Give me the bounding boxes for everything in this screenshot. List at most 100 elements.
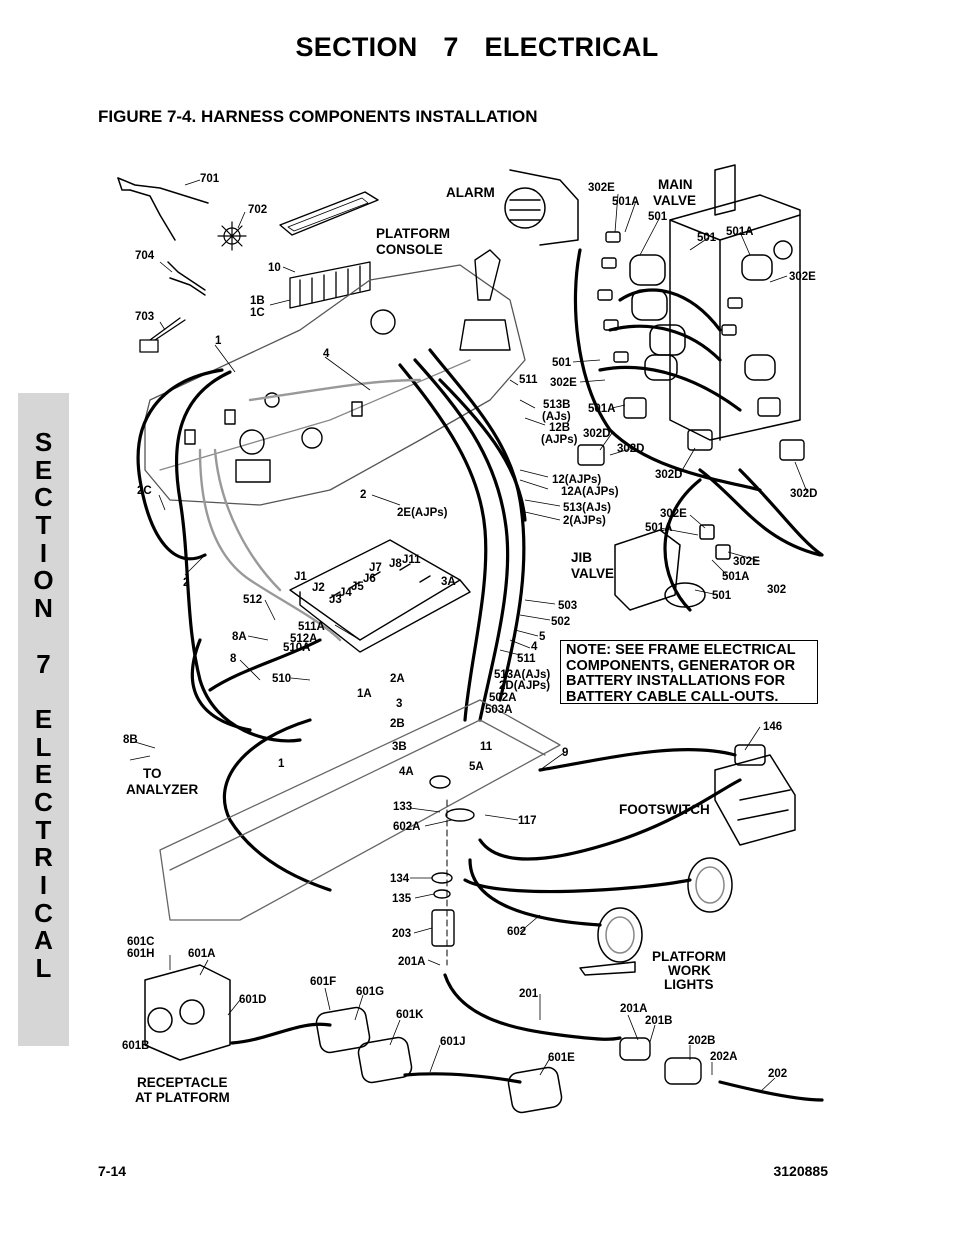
- side-tab-letter: L: [35, 731, 52, 762]
- callout: 501A: [726, 226, 754, 238]
- callout: 601H: [127, 948, 155, 960]
- jumper-label: J8: [389, 558, 402, 570]
- callout: 1B: [250, 295, 265, 307]
- platform-console-body: [144, 264, 526, 506]
- diagram-callouts: 701 702 704 703 10 1B 1C 1 4 2C 2 2 2E(A…: [122, 173, 818, 1080]
- callout: 12(AJPs): [552, 474, 601, 486]
- note-line: NOTE: SEE FRAME ELECTRICAL: [566, 642, 796, 658]
- callout: 601B: [122, 1040, 150, 1052]
- callout: 704: [135, 250, 155, 262]
- jib-valve-label: VALVE: [571, 566, 614, 581]
- callout: 302D: [655, 469, 683, 481]
- receptacle-label: RECEPTACLE: [137, 1075, 228, 1090]
- figure-title: FIGURE 7-4. HARNESS COMPONENTS INSTALLAT…: [98, 107, 538, 126]
- section-title: ELECTRICAL: [484, 32, 659, 62]
- crimp-tool-701: [117, 177, 209, 241]
- callout: 4: [323, 348, 330, 360]
- callout: 202: [768, 1068, 787, 1080]
- callout: 601C: [127, 936, 155, 948]
- side-tab-letter: C: [34, 897, 53, 928]
- platform-console-label: PLATFORM: [376, 226, 450, 241]
- main-valve-label: VALVE: [653, 193, 696, 208]
- callout: 501: [648, 211, 668, 223]
- callout: 302D: [583, 428, 611, 440]
- page-number: 7-14: [98, 1163, 127, 1179]
- side-tab-letter: T: [35, 510, 52, 541]
- callout: 601F: [310, 976, 336, 988]
- callout: 1: [215, 335, 222, 347]
- callout: 510: [272, 673, 291, 685]
- battery-cable-note: NOTE: SEE FRAME ELECTRICAL COMPONENTS, G…: [560, 640, 818, 704]
- work-lights-label: WORK: [668, 963, 711, 978]
- platform-receptacle: [144, 964, 231, 1061]
- jumper-label: J3: [329, 594, 342, 606]
- to-analyzer-label: ANALYZER: [126, 782, 199, 797]
- document-number: 3120885: [773, 1163, 828, 1179]
- callout: 2C: [137, 485, 152, 497]
- callout: 512: [243, 594, 262, 606]
- main-valve-label: MAIN: [658, 177, 693, 192]
- callout: 302D: [790, 488, 818, 500]
- callout: 501A: [722, 571, 750, 583]
- jumper-label: J2: [312, 582, 325, 594]
- callout: (AJPs): [541, 434, 578, 446]
- callout: 3A: [441, 576, 456, 588]
- callout: 601D: [239, 994, 267, 1006]
- callout: 302E: [588, 182, 615, 194]
- side-tab-letter: A: [34, 925, 53, 956]
- footswitch-label: FOOTSWITCH: [619, 802, 710, 817]
- callout: 501: [697, 232, 717, 244]
- callout: 511: [517, 653, 536, 665]
- callout: 513(AJs): [563, 502, 611, 514]
- callout: 302E: [550, 377, 577, 389]
- callout: 501: [712, 590, 732, 602]
- jumper-label: J5: [351, 581, 364, 593]
- side-tab-letter: I: [39, 537, 48, 568]
- callout: 117: [518, 815, 537, 827]
- receptacle-label: AT PLATFORM: [135, 1090, 230, 1105]
- jumper-label: J4: [339, 587, 352, 599]
- tool-704: [167, 261, 206, 296]
- callout: 4A: [399, 766, 414, 778]
- callout: 12A(AJPs): [561, 486, 619, 498]
- console-controls: [184, 249, 511, 483]
- callout: 202B: [688, 1035, 716, 1047]
- callout: 8: [230, 653, 237, 665]
- jumper-label: J7: [369, 562, 382, 574]
- work-lights-label: PLATFORM: [652, 949, 726, 964]
- console-cover: [279, 191, 379, 236]
- callout: 8A: [232, 631, 247, 643]
- grommet-stack: [429, 775, 475, 947]
- callout: (AJs): [542, 411, 571, 423]
- tool-703: [139, 317, 186, 353]
- callout: 3B: [392, 741, 407, 753]
- callout: 302E: [789, 271, 816, 283]
- callout: 502: [551, 616, 570, 628]
- callout: 1C: [250, 307, 265, 319]
- callout: 501A: [588, 403, 616, 415]
- side-tab-letter: S: [34, 427, 53, 457]
- gray-harness-wires: [198, 378, 422, 642]
- callout: 602A: [393, 821, 421, 833]
- component-labels: ALARM MAIN VALVE PLATFORM CONSOLE JIB VA…: [126, 177, 726, 1105]
- callout: 134: [390, 873, 410, 885]
- note-line: BATTERY INSTALLATIONS FOR: [566, 673, 786, 689]
- callout: 5: [539, 631, 546, 643]
- section-header: SECTION 7 ELECTRICAL: [0, 32, 954, 63]
- side-tab-letter: C: [34, 786, 53, 817]
- callout: 703: [135, 311, 154, 323]
- callout: 701: [200, 173, 220, 185]
- callout: 512A: [290, 633, 318, 645]
- terminal-strip-10: [289, 261, 371, 309]
- callout: 503A: [485, 704, 513, 716]
- callout: 10: [268, 262, 281, 274]
- callout: 503: [558, 600, 577, 612]
- callout: 602: [507, 926, 526, 938]
- callout: 2E(AJPs): [397, 507, 448, 519]
- note-line: BATTERY CABLE CALL-OUTS.: [566, 688, 779, 705]
- footswitch-device: [714, 744, 796, 846]
- side-tab-letter: I: [39, 870, 48, 900]
- callout: 601J: [440, 1036, 466, 1048]
